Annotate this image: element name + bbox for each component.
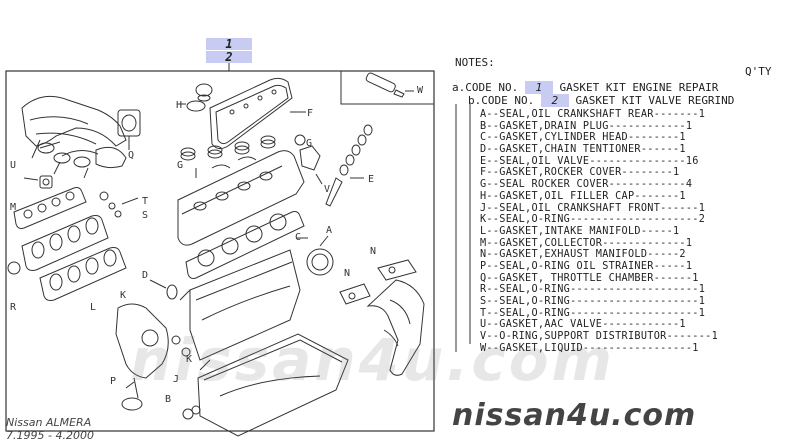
qty-header: Q'TY bbox=[745, 65, 772, 78]
list-item: H--GASKET,OIL FILLER CAP-------1 bbox=[480, 190, 686, 202]
label-m: M bbox=[10, 202, 16, 213]
distributor-o-ring bbox=[294, 134, 323, 185]
list-item: E--SEAL,OIL VALVE---------------16 bbox=[480, 155, 699, 167]
rocker-cover-gasket bbox=[209, 77, 306, 150]
list-item: P--SEAL,O-RING OIL STRAINER-----1 bbox=[480, 260, 693, 272]
code-a-desc: GASKET KIT ENGINE REPAIR bbox=[559, 81, 719, 94]
label-w: W bbox=[417, 85, 424, 96]
label-n: N bbox=[370, 246, 376, 257]
label-s: S bbox=[142, 210, 148, 221]
label-k2: K bbox=[186, 354, 192, 365]
parts-list: A--SEAL,OIL CRANKSHAFT REAR-------1 B--G… bbox=[480, 109, 780, 354]
part-letter-labels: H F G G Q E V C A D N N U M T S R L K K … bbox=[10, 85, 424, 405]
list-item: F--GASKET,ROCKER COVER--------1 bbox=[480, 167, 680, 179]
list-item: R--SEAL,O-RING--------------------1 bbox=[480, 284, 706, 296]
chain-tensioner-gasket bbox=[149, 279, 178, 300]
site-watermark: nissan4u.com bbox=[452, 398, 697, 433]
oil-filler-cap bbox=[178, 83, 213, 112]
exhaust-manifold-drawing bbox=[339, 259, 425, 376]
drain-plug bbox=[182, 405, 201, 420]
label-g: G bbox=[177, 160, 183, 171]
label-k: K bbox=[120, 290, 126, 301]
diagram-frame bbox=[5, 70, 435, 432]
label-r: R bbox=[10, 302, 17, 313]
throttle-chamber-gasket bbox=[117, 109, 141, 150]
intake-manifold-drawing bbox=[21, 95, 127, 179]
list-item: T--SEAL,O-RING--------------------1 bbox=[480, 307, 706, 319]
label-l: L bbox=[90, 302, 96, 313]
label-b: B bbox=[165, 394, 171, 405]
list-item: W--GASKET,LIQUID-----------------1 bbox=[480, 342, 699, 354]
list-item: A--SEAL,OIL CRANKSHAFT REAR-------1 bbox=[480, 109, 706, 120]
list-item: K--SEAL,O-RING--------------------2 bbox=[480, 214, 706, 226]
label-q: Q bbox=[128, 150, 134, 161]
notes-title: NOTES: bbox=[455, 56, 495, 69]
list-item: C--GASKET,CYLINDER HEAD--------1 bbox=[480, 132, 686, 144]
label-f: F bbox=[307, 108, 313, 119]
oil-pump-front-seal bbox=[115, 303, 191, 379]
crankshaft-rear-seal bbox=[306, 235, 334, 276]
code-b-line: b.CODE NO. 2 GASKET KIT VALVE REGRIND bbox=[468, 94, 734, 107]
code-b-prefix: b.CODE NO. bbox=[468, 94, 535, 107]
list-item: L--GASKET,INTAKE MANIFOLD-----1 bbox=[480, 225, 680, 237]
intake-manifold-gaskets bbox=[7, 187, 127, 301]
label-c: C bbox=[295, 232, 301, 243]
cylinder-head-gasket bbox=[185, 211, 308, 279]
aac-valve-gasket bbox=[23, 175, 53, 189]
list-item: V--O-RING,SUPPORT DISTRIBUTOR-------1 bbox=[480, 331, 719, 343]
list-item: Q--GASKET, THROTTLE CHAMBER------1 bbox=[480, 272, 699, 284]
list-item: S--SEAL,O-RING--------------------1 bbox=[480, 296, 706, 307]
code-a-prefix: a.CODE NO. bbox=[452, 81, 519, 94]
gasket-liquid-inset bbox=[340, 70, 435, 105]
label-a: A bbox=[326, 225, 332, 236]
label-g2: G bbox=[306, 138, 312, 149]
oil-valve-seals bbox=[325, 124, 373, 207]
background-watermark: nissan4u.com bbox=[130, 326, 615, 394]
list-item: M--GASKET,COLLECTOR-------------1 bbox=[480, 237, 693, 249]
engine-block-drawing bbox=[179, 249, 301, 371]
label-v: V bbox=[324, 184, 330, 195]
label-t: T bbox=[142, 196, 148, 207]
label-n2: N bbox=[344, 268, 350, 279]
list-item: G--SEAL ROCKER COVER------------4 bbox=[480, 179, 693, 191]
callout-2-box bbox=[206, 51, 252, 63]
list-item: U--GASKET,AAC VALVE------------1 bbox=[480, 319, 686, 331]
model-info: Nissan ALMERA 7.1995 - 4.2000 bbox=[6, 416, 94, 442]
callout-1-number: 1 bbox=[225, 37, 233, 51]
oil-strainer bbox=[121, 377, 143, 411]
callout-1-box bbox=[206, 38, 252, 50]
notes-bracket-lines bbox=[455, 104, 471, 352]
label-j: J bbox=[173, 374, 179, 385]
oil-pan-drawing bbox=[197, 333, 349, 437]
small-o-rings bbox=[99, 191, 139, 218]
callout-2-number: 2 bbox=[225, 50, 233, 64]
code-a-line: a.CODE NO. 1 GASKET KIT ENGINE REPAIR bbox=[452, 81, 718, 94]
label-h: H bbox=[176, 100, 182, 111]
model-name: Nissan ALMERA bbox=[6, 416, 92, 429]
model-dates: 7.1995 - 4.2000 bbox=[6, 429, 94, 442]
liquid-gasket-tube-icon bbox=[365, 72, 414, 98]
list-item: D--GASKET,CHAIN TENTIONER------1 bbox=[480, 144, 686, 156]
label-e: E bbox=[368, 174, 374, 185]
list-item: B--GASKET,DRAIN PLUG------------1 bbox=[480, 120, 693, 132]
label-u: U bbox=[10, 160, 16, 171]
list-item: J--SEAL,OIL CRANKSHAFT FRONT------1 bbox=[480, 202, 706, 214]
rocker-cover-seals bbox=[180, 135, 276, 178]
code-b-desc: GASKET KIT VALVE REGRIND bbox=[575, 94, 735, 107]
list-item: N--GASKET,EXHAUST MANIFOLD-----2 bbox=[480, 249, 686, 261]
code-a-number: 1 bbox=[524, 81, 553, 94]
label-d: D bbox=[142, 270, 148, 281]
code-b-number: 2 bbox=[540, 94, 569, 107]
cylinder-head-drawing bbox=[177, 150, 305, 246]
label-p: P bbox=[110, 376, 116, 387]
